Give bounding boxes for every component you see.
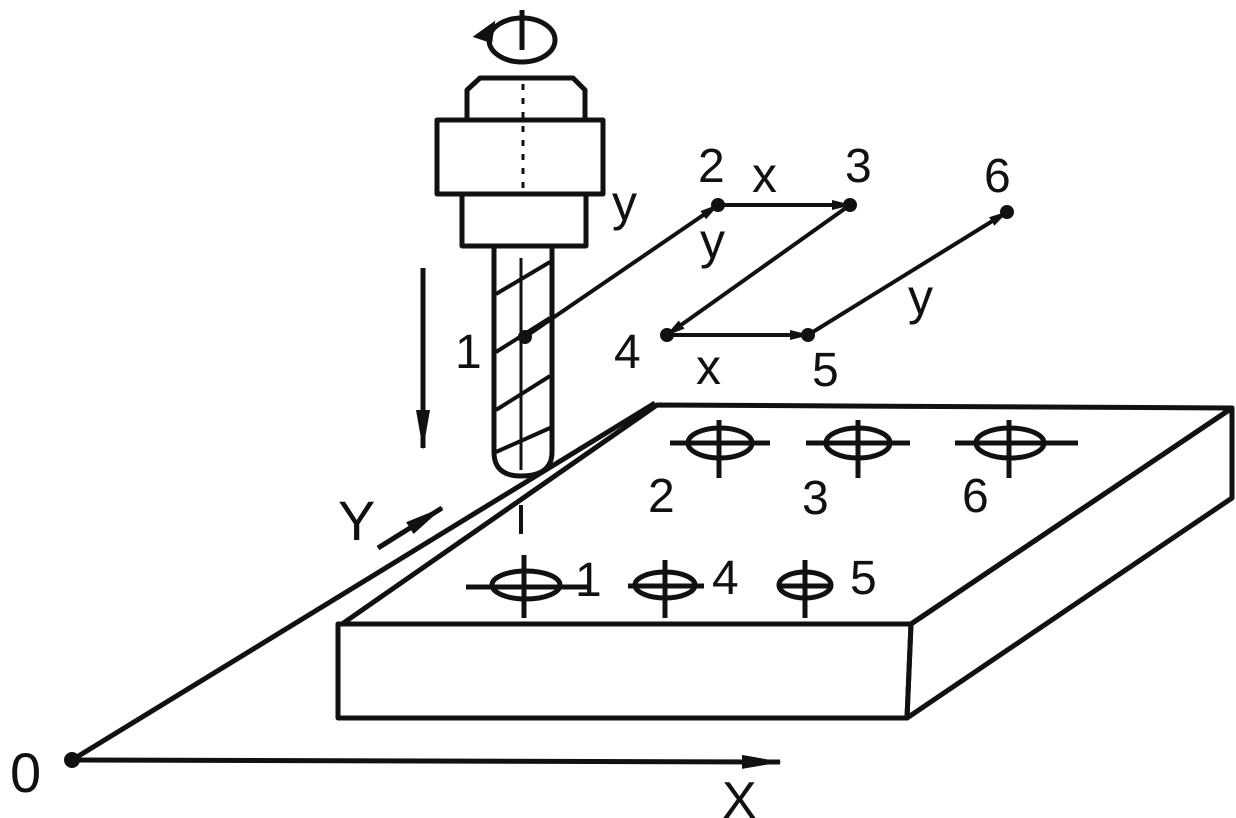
spindle-top-nut <box>464 75 588 123</box>
x-axis-label: X <box>722 772 757 818</box>
plate-front-face <box>335 621 914 721</box>
path-point-label-3: 3 <box>845 140 872 193</box>
hole-marker-icon <box>670 420 770 478</box>
hole-label-6: 6 <box>962 470 989 523</box>
y-axis-line <box>70 400 657 763</box>
hole-label-3: 3 <box>802 472 829 525</box>
y-axis-arrow-icon <box>376 505 444 551</box>
x-axis-line <box>71 754 782 769</box>
coordinate-axes <box>70 400 782 769</box>
spindle-assembly <box>434 75 606 534</box>
spindle-collar <box>434 117 606 197</box>
segment-label-3-4: y <box>700 213 725 269</box>
y-axis-label: Y <box>338 489 375 552</box>
spindle-chuck <box>459 191 589 249</box>
hole-label-5: 5 <box>850 552 877 605</box>
hole-label-2: 2 <box>648 470 675 523</box>
path-point-6 <box>1000 205 1014 219</box>
origin-label: 0 <box>10 741 41 804</box>
path-point-3 <box>843 198 857 212</box>
segment-label-1-2: y <box>612 175 637 231</box>
hole-label-1: 1 <box>575 554 602 607</box>
hole-marker-icon <box>955 420 1078 478</box>
path-point-4 <box>660 328 674 342</box>
workpiece-plate <box>335 402 1235 721</box>
origin-point <box>64 752 80 768</box>
hole-markers <box>466 420 1078 618</box>
path-point-label-5: 5 <box>812 344 839 397</box>
plate-right-face <box>904 405 1235 721</box>
path-point-label-1: 1 <box>455 326 482 379</box>
segment-label-5-6: y <box>908 269 933 325</box>
spindle-rotation-icon <box>472 10 558 65</box>
hole-marker-icon <box>466 555 590 618</box>
path-point-5 <box>801 328 815 342</box>
path-points <box>518 198 1014 344</box>
path-seg-3-4 <box>665 203 852 337</box>
drill-bit-icon <box>491 243 555 479</box>
path-point-label-2: 2 <box>698 140 725 193</box>
path-seg-5-6 <box>806 210 1009 337</box>
path-point-label-6: 6 <box>984 150 1011 203</box>
path-point-1 <box>518 330 532 344</box>
hole-marker-icon <box>806 420 910 478</box>
hole-marker-icon <box>628 560 704 618</box>
path-point-2 <box>711 198 725 212</box>
segment-label-2-3: x <box>752 147 777 203</box>
path-seg-1-2 <box>523 203 720 339</box>
segment-label-4-5: x <box>696 339 721 395</box>
path-point-label-4: 4 <box>614 326 641 379</box>
hole-label-4: 4 <box>712 552 739 605</box>
tool-path <box>523 200 1009 340</box>
hole-marker-icon <box>776 560 834 618</box>
